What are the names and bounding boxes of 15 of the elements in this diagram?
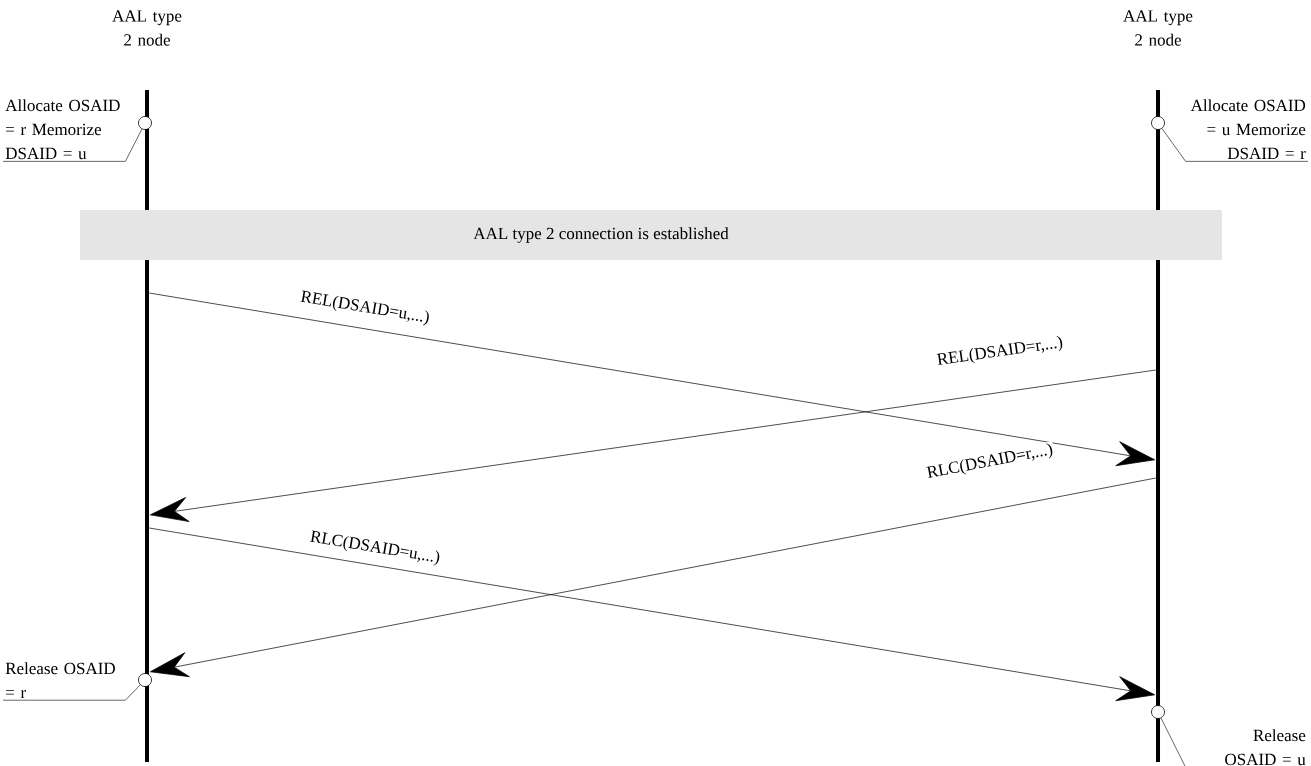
leader-line [2, 128, 143, 162]
leader-line [2, 684, 141, 701]
note-text: Allocate OSAID = r Memorize DSAID = u [5, 99, 120, 160]
status-band: AAL type 2 connection is established [80, 210, 1222, 260]
node-title: AAL type 2 node [1123, 10, 1193, 46]
note-text: Allocate OSAID = u Memorize DSAID = r [1190, 99, 1306, 160]
note-text: Release OSAID = u [1225, 729, 1306, 766]
message-arrow [150, 369, 1157, 522]
message-arrow [148, 292, 1156, 467]
message-arrow [149, 477, 1157, 677]
note-text: Release OSAID = r [5, 662, 115, 698]
node-title: AAL type 2 node [112, 10, 182, 46]
leader-line [1161, 128, 1309, 162]
message-arrow [148, 527, 1156, 702]
leader-line [1160, 717, 1186, 766]
